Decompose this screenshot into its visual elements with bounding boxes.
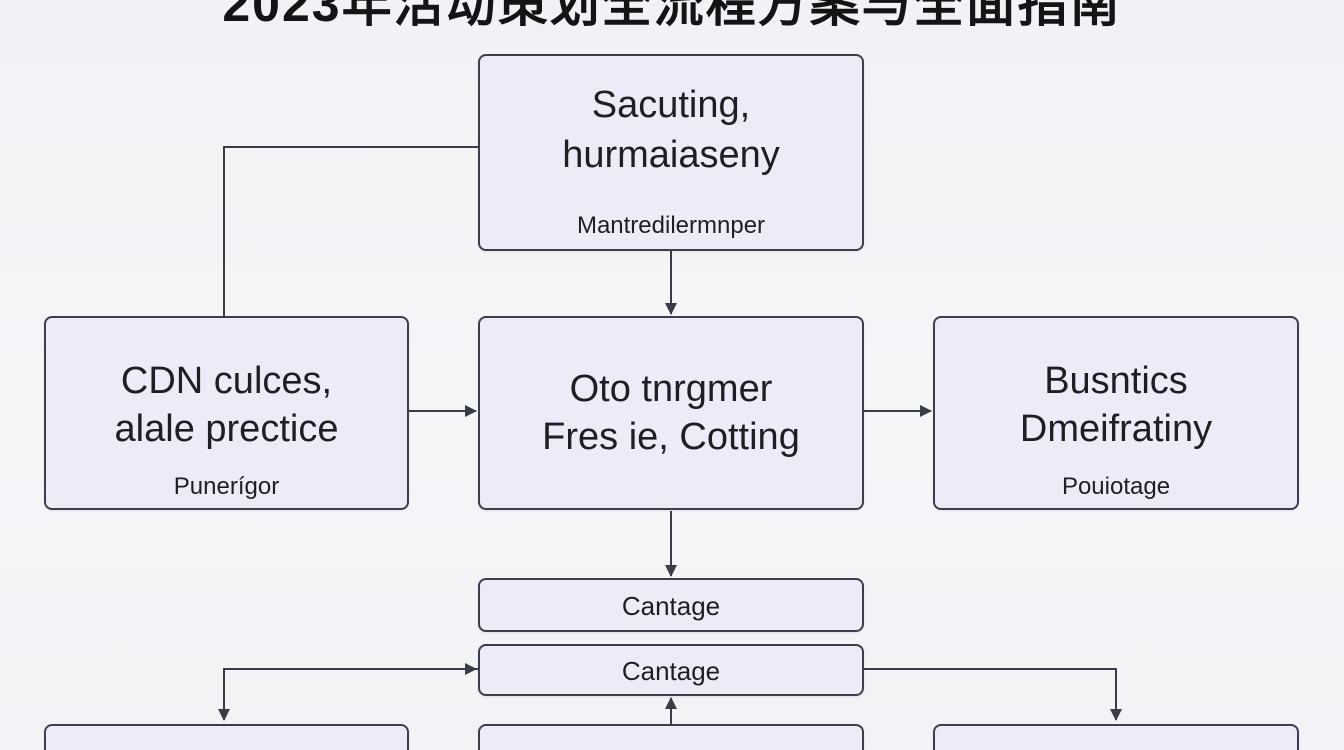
diagram-title: 2023年活动策划全流程方案与全面指南 xyxy=(222,0,1122,32)
arrow-split-left xyxy=(218,668,478,721)
node-cantage-1-label: Cantage xyxy=(621,591,721,621)
node-right-sub: Pouiotage xyxy=(1061,473,1171,500)
node-center-line2: Fres ie, Cotting xyxy=(542,416,800,458)
node-right: Busntics Dmeifratiny Pouiotage xyxy=(933,316,1299,510)
node-center: Oto tnrgmer Fres ie, Cotting xyxy=(478,316,864,510)
node-top-line2: hurmaiaseny xyxy=(562,134,780,176)
node-right-line1: Busntics xyxy=(1044,360,1188,402)
node-bottom-left xyxy=(44,724,409,750)
node-cantage-2-label: Cantage xyxy=(621,656,721,686)
node-top-line1: Sacuting, xyxy=(591,84,751,126)
node-left-line1: CDN culces, xyxy=(120,360,333,402)
node-left-sub: Punerígor xyxy=(173,473,280,500)
connector-top-to-left xyxy=(223,146,478,316)
node-left: CDN culces, alale precticе Punerígor xyxy=(44,316,409,510)
node-center-line1: Oto tnrgmer xyxy=(569,368,773,410)
node-bottom-center xyxy=(478,724,864,750)
arrow-cantage-to-right xyxy=(864,668,1122,721)
node-left-line2: alale precticе xyxy=(114,408,339,450)
node-cantage-2: Cantage xyxy=(478,644,864,696)
node-top-sub: Mantredilermnper xyxy=(576,212,766,239)
node-top: Sacuting, hurmaiaseny Mantredilermnper xyxy=(478,54,864,251)
node-right-line2: Dmeifratiny xyxy=(1019,408,1213,450)
node-bottom-right xyxy=(933,724,1299,750)
node-cantage-1: Cantage xyxy=(478,578,864,632)
